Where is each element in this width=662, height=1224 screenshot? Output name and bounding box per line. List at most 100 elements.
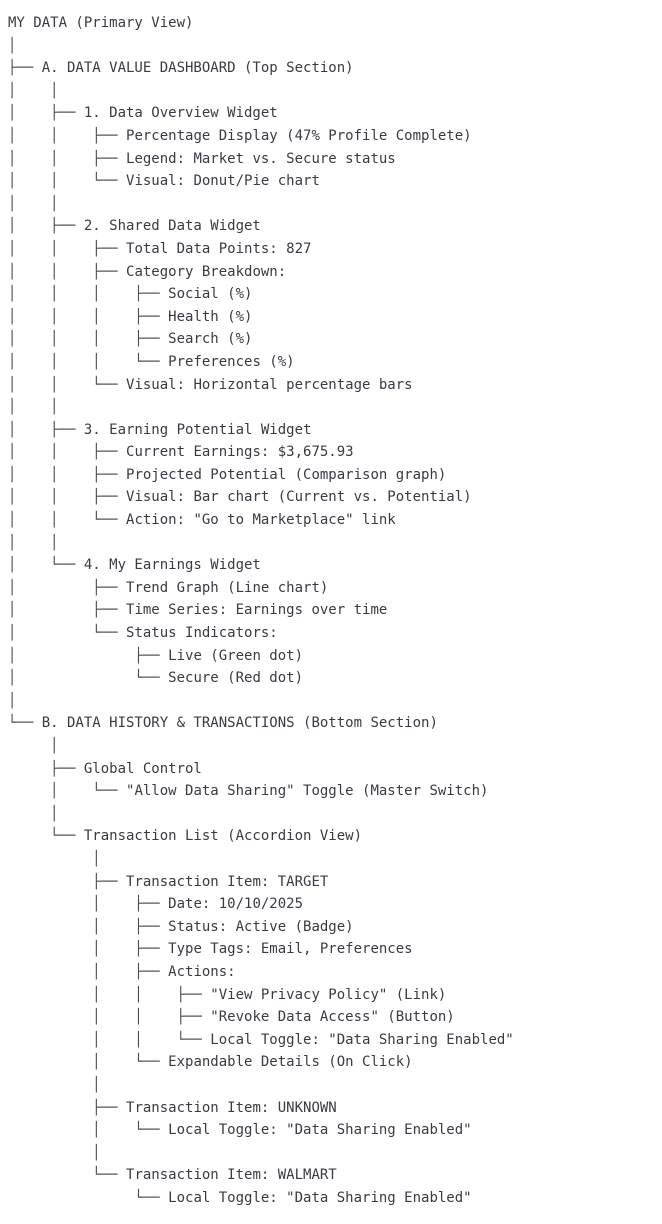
tree-line: │ │ └── Local Toggle: "Data Sharing Enab… (8, 1029, 662, 1052)
tree-gutter: │ │ (8, 82, 59, 99)
tree-line: └── B. DATA HISTORY & TRANSACTIONS (Bott… (8, 712, 662, 735)
tree-line: ├── Transaction Item: TARGET (8, 871, 662, 894)
ascii-tree: MY DATA (Primary View) │ ├── A. DATA VALUE… (8, 12, 662, 1209)
tree-gutter: │ └── (8, 1122, 169, 1139)
tree-node-label: Search (%) (168, 331, 253, 348)
tree-gutter: │ └── (8, 670, 169, 687)
tree-node-label: 1. Data Overview Widget (83, 105, 278, 122)
tree-node-label: Legend: Market vs. Secure status (126, 150, 396, 167)
tree-gutter: │ │ └── (8, 512, 127, 529)
tree-gutter: │ (8, 1076, 101, 1093)
tree-node-label: Percentage Display (47% Profile Complete… (126, 127, 472, 144)
tree-line: │ ├── 1. Data Overview Widget (8, 102, 662, 125)
tree-node-label: "Revoke Data Access" (Button) (210, 1009, 455, 1026)
tree-gutter: │ (8, 1144, 101, 1161)
tree-node-label: 3. Earning Potential Widget (83, 421, 312, 438)
tree-node-label: Preferences (%) (168, 353, 295, 370)
tree-gutter: │ │ (8, 534, 59, 551)
tree-gutter: │ │ ├── (8, 986, 211, 1003)
tree-gutter: └── (8, 715, 42, 732)
tree-line: └── Transaction Item: WALMART (8, 1164, 662, 1187)
tree-spacer-line: │ │ (8, 80, 662, 103)
tree-gutter: │ ├── (8, 918, 169, 935)
tree-line: │ └── Local Toggle: "Data Sharing Enable… (8, 1119, 662, 1142)
tree-node-label: Actions: (168, 963, 236, 980)
tree-gutter: │ └── (8, 625, 127, 642)
tree-line: │ ├── Type Tags: Email, Preferences (8, 938, 662, 961)
tree-node-label: Transaction Item: TARGET (126, 873, 329, 890)
tree-line: │ └── Expandable Details (On Click) (8, 1051, 662, 1074)
tree-gutter: │ │ (8, 399, 59, 416)
tree-line: │ │ ├── Projected Potential (Comparison … (8, 464, 662, 487)
tree-gutter: ├── (8, 60, 42, 77)
tree-node-label: Current Earnings: $3,675.93 (126, 444, 354, 461)
tree-node-label: Transaction Item: UNKNOWN (126, 1099, 337, 1116)
tree-line: │ ├── Live (Green dot) (8, 645, 662, 668)
tree-gutter: │ ├── (8, 602, 127, 619)
tree-node-label: 4. My Earnings Widget (83, 557, 261, 574)
tree-line: ├── A. DATA VALUE DASHBOARD (Top Section… (8, 57, 662, 80)
tree-line: │ │ │ ├── Health (%) (8, 306, 662, 329)
tree-gutter: │ ├── (8, 963, 169, 980)
tree-gutter: │ (8, 850, 101, 867)
tree-gutter: │ ├── (8, 105, 84, 122)
tree-node-label: Action: "Go to Marketplace" link (126, 512, 396, 529)
tree-spacer-line: │ (8, 1142, 662, 1165)
tree-line: ├── Transaction Item: UNKNOWN (8, 1097, 662, 1120)
tree-node-label: Category Breakdown: (126, 263, 287, 280)
tree-line: │ │ ├── Current Earnings: $3,675.93 (8, 441, 662, 464)
tree-line: MY DATA (Primary View) (8, 12, 662, 35)
tree-gutter: └── (8, 1167, 127, 1184)
tree-line: │ └── "Allow Data Sharing" Toggle (Maste… (8, 780, 662, 803)
tree-gutter: │ │ │ ├── (8, 331, 169, 348)
tree-gutter: ├── (8, 873, 127, 890)
tree-node-label: B. DATA HISTORY & TRANSACTIONS (Bottom S… (41, 715, 438, 732)
tree-gutter: │ │ └── (8, 173, 127, 190)
tree-gutter: │ (8, 738, 59, 754)
tree-gutter: │ │ ├── (8, 263, 127, 280)
tree-gutter: │ (8, 805, 59, 822)
tree-line: │ │ │ ├── Search (%) (8, 328, 662, 351)
tree-line: │ │ │ ├── Social (%) (8, 283, 662, 306)
tree-gutter: │ │ ├── (8, 150, 127, 167)
tree-line: │ │ ├── Legend: Market vs. Secure status (8, 148, 662, 171)
tree-spacer-line: │ (8, 848, 662, 871)
tree-spacer-line: │ (8, 1074, 662, 1097)
tree-line: │ │ ├── "Revoke Data Access" (Button) (8, 1006, 662, 1029)
tree-node-label: Live (Green dot) (168, 647, 304, 664)
tree-node-label: Transaction List (Accordion View) (83, 828, 363, 845)
tree-gutter: │ │ ├── (8, 240, 127, 257)
tree-line: │ │ ├── Visual: Bar chart (Current vs. P… (8, 486, 662, 509)
tree-node-label: Local Toggle: "Data Sharing Enabled" (168, 1122, 472, 1139)
tree-node-label: Visual: Donut/Pie chart (126, 173, 320, 190)
tree-node-label: Status: Active (Badge) (168, 918, 354, 935)
tree-node-label: Time Series: Earnings over time (126, 602, 388, 619)
tree-node-label: Social (%) (168, 286, 253, 303)
tree-node-label: 2. Shared Data Widget (83, 218, 261, 235)
tree-line: │ ├── Status: Active (Badge) (8, 916, 662, 939)
tree-gutter: │ │ └── (8, 376, 127, 393)
tree-spacer-line: │ │ (8, 396, 662, 419)
tree-spacer-line: │ (8, 803, 662, 826)
tree-gutter: ├── (8, 1099, 127, 1116)
tree-gutter: │ │ │ ├── (8, 308, 169, 325)
tree-gutter: └── (8, 1189, 169, 1206)
tree-gutter: ├── (8, 760, 84, 777)
tree-gutter: │ └── (8, 557, 84, 574)
tree-gutter: │ │ │ └── (8, 353, 169, 370)
tree-gutter: │ │ ├── (8, 127, 127, 144)
tree-node-label: Local Toggle: "Data Sharing Enabled" (210, 1031, 514, 1048)
tree-line: │ ├── Date: 10/10/2025 (8, 893, 662, 916)
tree-node-label: Health (%) (168, 308, 253, 325)
tree-gutter: │ │ ├── (8, 466, 127, 483)
tree-line: └── Local Toggle: "Data Sharing Enabled" (8, 1187, 662, 1210)
tree-node-label: Projected Potential (Comparison graph) (126, 466, 447, 483)
tree-node-label: Transaction Item: WALMART (126, 1167, 337, 1184)
tree-line: │ ├── 2. Shared Data Widget (8, 215, 662, 238)
tree-line: │ │ ├── "View Privacy Policy" (Link) (8, 984, 662, 1007)
tree-spacer-line: │ │ (8, 193, 662, 216)
tree-node-label: Visual: Bar chart (Current vs. Potential… (126, 489, 472, 506)
tree-gutter: │ (8, 692, 17, 709)
tree-node-label: Global Control (83, 760, 202, 777)
